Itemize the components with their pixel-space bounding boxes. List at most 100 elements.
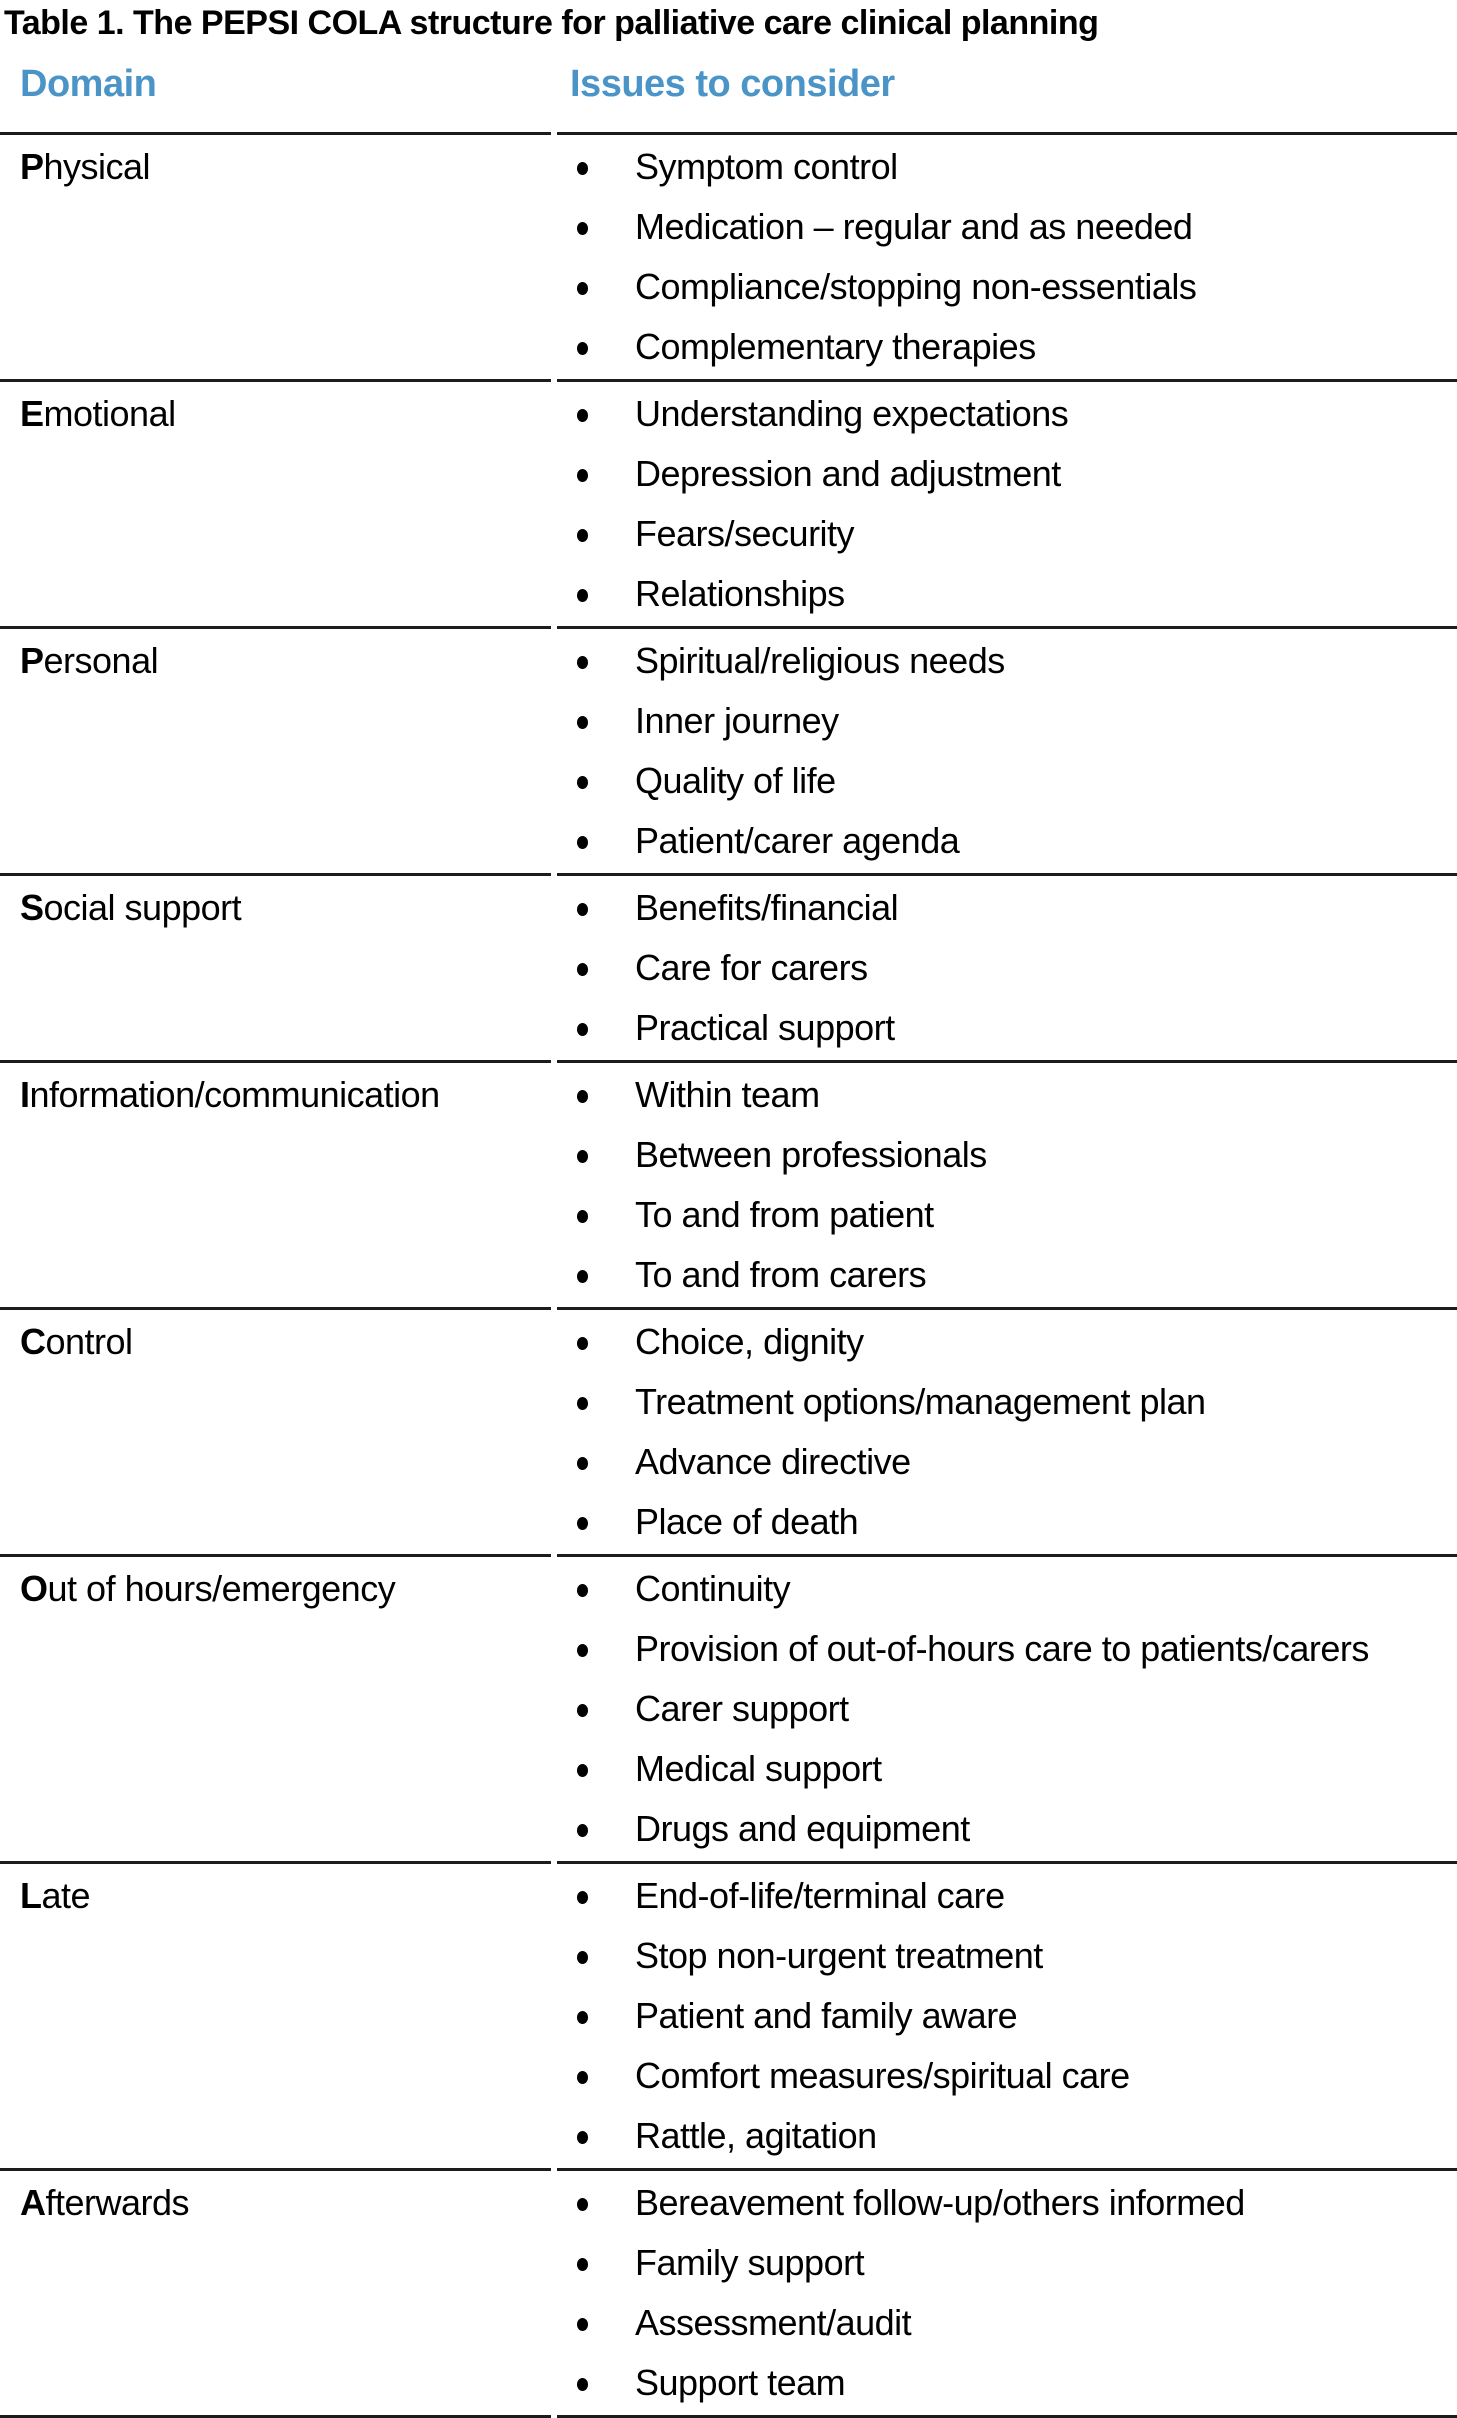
issue-item: Practical support: [557, 998, 1457, 1058]
issue-item: Relationships: [557, 564, 1457, 624]
issue-text: Assessment/audit: [635, 2302, 912, 2343]
issue-item: Support team: [557, 2353, 1457, 2413]
domain-initial: S: [20, 887, 44, 928]
bullet-icon: [577, 1209, 588, 1223]
issue-text: Support team: [635, 2362, 846, 2403]
issue-item: Advance directive: [557, 1432, 1457, 1492]
issue-item: Spiritual/religious needs: [557, 631, 1457, 691]
issue-text: Provision of out-of-hours care to patien…: [635, 1628, 1369, 1669]
table-row: Afterwards Bereavement follow-up/others …: [0, 2171, 1457, 2418]
issue-text: Treatment options/management plan: [635, 1381, 1206, 1422]
issue-text: Care for carers: [635, 947, 868, 988]
bullet-icon: [577, 902, 588, 916]
issue-text: Between professionals: [635, 1134, 987, 1175]
domain-cell: Late: [0, 1864, 551, 2171]
issue-item: Place of death: [557, 1492, 1457, 1552]
issue-text: Patient and family aware: [635, 1995, 1018, 2036]
issue-text: Place of death: [635, 1501, 859, 1542]
domain-cell: Out of hours/emergency: [0, 1557, 551, 1864]
bullet-icon: [577, 2010, 588, 2024]
issue-item: Quality of life: [557, 751, 1457, 811]
bullet-icon: [577, 1823, 588, 1837]
domain-label: ut of hours/emergency: [47, 1568, 396, 1609]
issue-item: Benefits/financial: [557, 878, 1457, 938]
bullet-icon: [577, 2257, 588, 2271]
issue-text: Relationships: [635, 573, 845, 614]
domain-column-header: Domain: [0, 46, 551, 135]
issue-item: Medication – regular and as needed: [557, 197, 1457, 257]
issue-text: Bereavement follow-up/others informed: [635, 2182, 1245, 2223]
bullet-icon: [577, 2070, 588, 2084]
table-title: Table 1. The PEPSI COLA structure for pa…: [4, 4, 1099, 42]
domain-initial: I: [20, 1074, 30, 1115]
bullet-icon: [577, 528, 588, 542]
domain-cell: Personal: [0, 629, 551, 876]
bullet-icon: [577, 962, 588, 976]
issue-text: Drugs and equipment: [635, 1808, 970, 1849]
bullet-icon: [577, 588, 588, 602]
bullet-icon: [577, 1703, 588, 1717]
issue-text: Choice, dignity: [635, 1321, 864, 1362]
issue-item: Within team: [557, 1065, 1457, 1125]
domain-label: fterwards: [45, 2182, 190, 2223]
issue-item: Complementary therapies: [557, 317, 1457, 377]
issue-item: Assessment/audit: [557, 2293, 1457, 2353]
issue-text: Advance directive: [635, 1441, 911, 1482]
bullet-icon: [577, 1950, 588, 1964]
domain-cell: Social support: [0, 876, 551, 1063]
domain-initial: A: [20, 2182, 46, 2223]
bullet-icon: [577, 2377, 588, 2391]
domain-initial: E: [20, 393, 44, 434]
issue-item: Symptom control: [557, 137, 1457, 197]
issue-text: Inner journey: [635, 700, 839, 741]
domain-cell: Control: [0, 1310, 551, 1557]
issue-item: Patient and family aware: [557, 1986, 1457, 2046]
bullet-icon: [577, 1149, 588, 1163]
bullet-icon: [577, 1396, 588, 1410]
bullet-icon: [577, 1643, 588, 1657]
issue-item: Understanding expectations: [557, 384, 1457, 444]
bullet-icon: [577, 775, 588, 789]
domain-cell: Afterwards: [0, 2171, 551, 2418]
issue-text: Depression and adjustment: [635, 453, 1061, 494]
issue-item: Family support: [557, 2233, 1457, 2293]
bullet-icon: [577, 161, 588, 175]
document-page: Table 1. The PEPSI COLA structure for pa…: [0, 4, 1457, 2418]
issues-column-header: Issues to consider: [557, 46, 1457, 135]
bullet-icon: [577, 1890, 588, 1904]
bullet-icon: [577, 2317, 588, 2331]
domain-label: ersonal: [43, 640, 159, 681]
bullet-icon: [577, 1456, 588, 1470]
bullet-icon: [577, 1516, 588, 1530]
domain-initial: P: [20, 146, 44, 187]
bullet-icon: [577, 1022, 588, 1036]
bullet-icon: [577, 408, 588, 422]
issue-text: Rattle, agitation: [635, 2115, 877, 2156]
bullet-icon: [577, 1763, 588, 1777]
issue-text: Patient/carer agenda: [635, 820, 960, 861]
issue-text: Within team: [635, 1074, 820, 1115]
issue-text: Medical support: [635, 1748, 882, 1789]
issue-text: To and from patient: [635, 1194, 934, 1235]
domain-label: ate: [41, 1875, 91, 1916]
bullet-icon: [577, 221, 588, 235]
issue-text: Spiritual/religious needs: [635, 640, 1005, 681]
domain-label: ocial support: [43, 887, 242, 928]
issue-text: Practical support: [635, 1007, 895, 1048]
